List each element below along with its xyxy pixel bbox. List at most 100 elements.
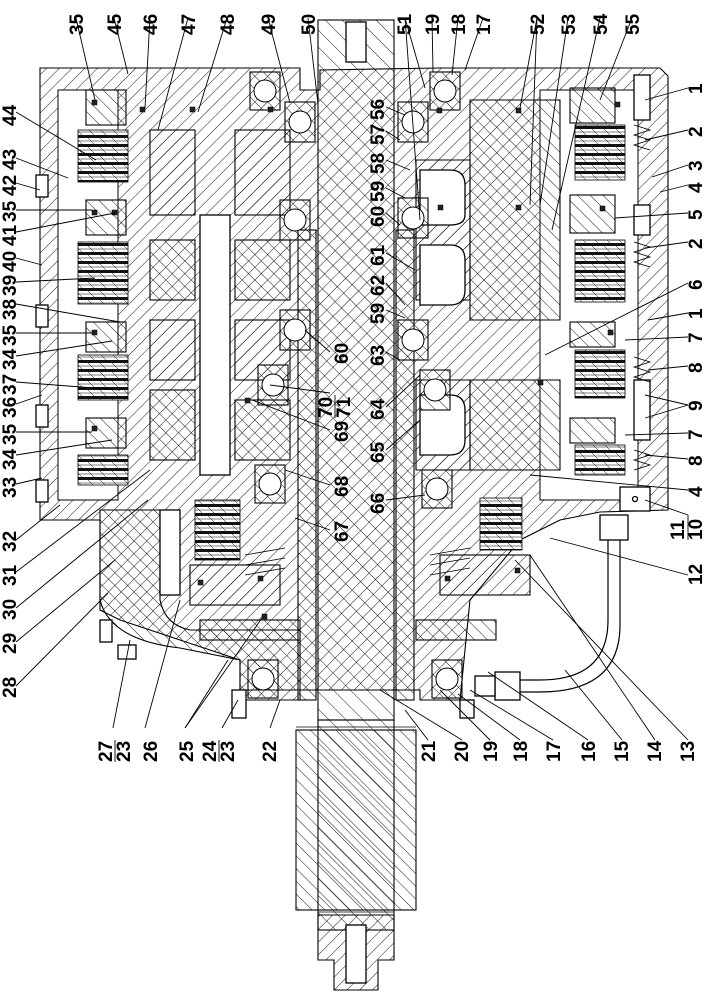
- callout-56: 56: [368, 99, 389, 120]
- o-ring: [257, 575, 264, 582]
- leader: [15, 469, 151, 573]
- o-ring: [599, 205, 606, 212]
- leader: [644, 87, 689, 101]
- main-shaft: [295, 19, 417, 991]
- bolt: [117, 644, 137, 660]
- callout-45: 45: [105, 13, 126, 35]
- callout-55: 55: [623, 13, 644, 35]
- leader: [644, 394, 689, 406]
- callout-20: 20: [452, 741, 473, 762]
- callout-68: 68: [332, 476, 353, 497]
- callout-32: 32: [0, 531, 21, 552]
- callout-22: 22: [260, 741, 281, 762]
- callout-3: 3: [686, 160, 705, 171]
- leader: [644, 129, 689, 141]
- bolt: [35, 304, 49, 328]
- callout-37: 37: [0, 374, 21, 395]
- leader: [15, 381, 121, 391]
- callout-14: 14: [645, 740, 666, 762]
- o-ring: [261, 613, 268, 620]
- leader: [404, 17, 421, 221]
- callout-54: 54: [591, 13, 612, 35]
- callout-64: 64: [368, 398, 389, 420]
- leader: [564, 669, 623, 741]
- spring: [632, 356, 652, 383]
- spring: [632, 124, 652, 151]
- callout-38: 38: [0, 299, 21, 320]
- callout-34: 34: [0, 348, 21, 370]
- pipe-fitting: [474, 675, 496, 697]
- o-ring: [514, 567, 521, 574]
- housing-bolts-left: [35, 174, 137, 660]
- shaft-output-core: [317, 719, 395, 931]
- callout-57: 57: [368, 124, 389, 145]
- piston: [439, 554, 531, 596]
- clutch-disc-pack: [194, 499, 241, 561]
- callout-31: 31: [0, 564, 21, 586]
- callout-35: 35: [0, 200, 21, 222]
- leader: [519, 17, 538, 109]
- leader: [647, 365, 689, 371]
- bracket: [459, 699, 475, 719]
- callout-48: 48: [218, 14, 239, 35]
- callout-52: 52: [528, 14, 549, 35]
- callout-63: 63: [368, 345, 389, 366]
- clutch-disc-pack: [574, 239, 626, 303]
- pin: [633, 379, 651, 441]
- callout-62: 62: [368, 275, 389, 296]
- callout-35: 35: [67, 13, 88, 35]
- leader: [15, 303, 121, 323]
- leader: [304, 329, 331, 353]
- callout-40: 40: [0, 251, 21, 272]
- leader: [385, 187, 406, 199]
- seals: [91, 99, 621, 620]
- bearing-ball: [283, 318, 307, 342]
- piston: [569, 321, 616, 348]
- callout-18: 18: [449, 14, 470, 35]
- bearing-ball: [423, 378, 447, 402]
- clutch-disc-pack: [77, 129, 129, 183]
- leader: [385, 494, 426, 501]
- callout-1: 1: [686, 308, 705, 319]
- callout-11: 11: [668, 519, 689, 540]
- leader: [15, 157, 69, 179]
- o-ring: [444, 575, 451, 582]
- callout-44: 44: [0, 104, 21, 126]
- callout-53: 53: [559, 14, 580, 35]
- callout-51: 51: [395, 13, 416, 35]
- clutch-disc-pack: [574, 444, 626, 476]
- o-ring: [111, 209, 118, 216]
- piston: [85, 89, 127, 126]
- leader: [269, 699, 281, 729]
- callout-28: 28: [0, 677, 21, 698]
- bearing-ball: [433, 79, 457, 103]
- leader: [184, 659, 229, 729]
- piston: [85, 321, 127, 353]
- callout-9: 9: [686, 400, 705, 411]
- callout-7: 7: [686, 332, 705, 343]
- leader: [404, 709, 429, 741]
- leader: [599, 17, 633, 101]
- leader: [385, 212, 401, 226]
- leader: [15, 277, 96, 283]
- callout-4: 4: [686, 486, 705, 497]
- callout-17: 17: [474, 14, 495, 35]
- cover-plate: [415, 619, 497, 641]
- leader: [385, 309, 406, 319]
- callout-60: 60: [368, 206, 389, 227]
- o-ring: [515, 107, 522, 114]
- callout-50: 50: [299, 14, 320, 35]
- callout-71: 71: [334, 396, 355, 418]
- leader: [551, 17, 601, 231]
- clutch-disc-pack: [574, 349, 626, 399]
- leader: [385, 374, 421, 408]
- carrier: [469, 379, 561, 471]
- leader: [644, 499, 689, 516]
- leader: [385, 130, 401, 141]
- gear: [149, 319, 196, 381]
- callout-7: 7: [686, 429, 705, 440]
- leader: [221, 699, 239, 729]
- belleville-spring: [429, 547, 471, 576]
- callout-24: 24: [200, 740, 221, 762]
- leader: [184, 617, 263, 729]
